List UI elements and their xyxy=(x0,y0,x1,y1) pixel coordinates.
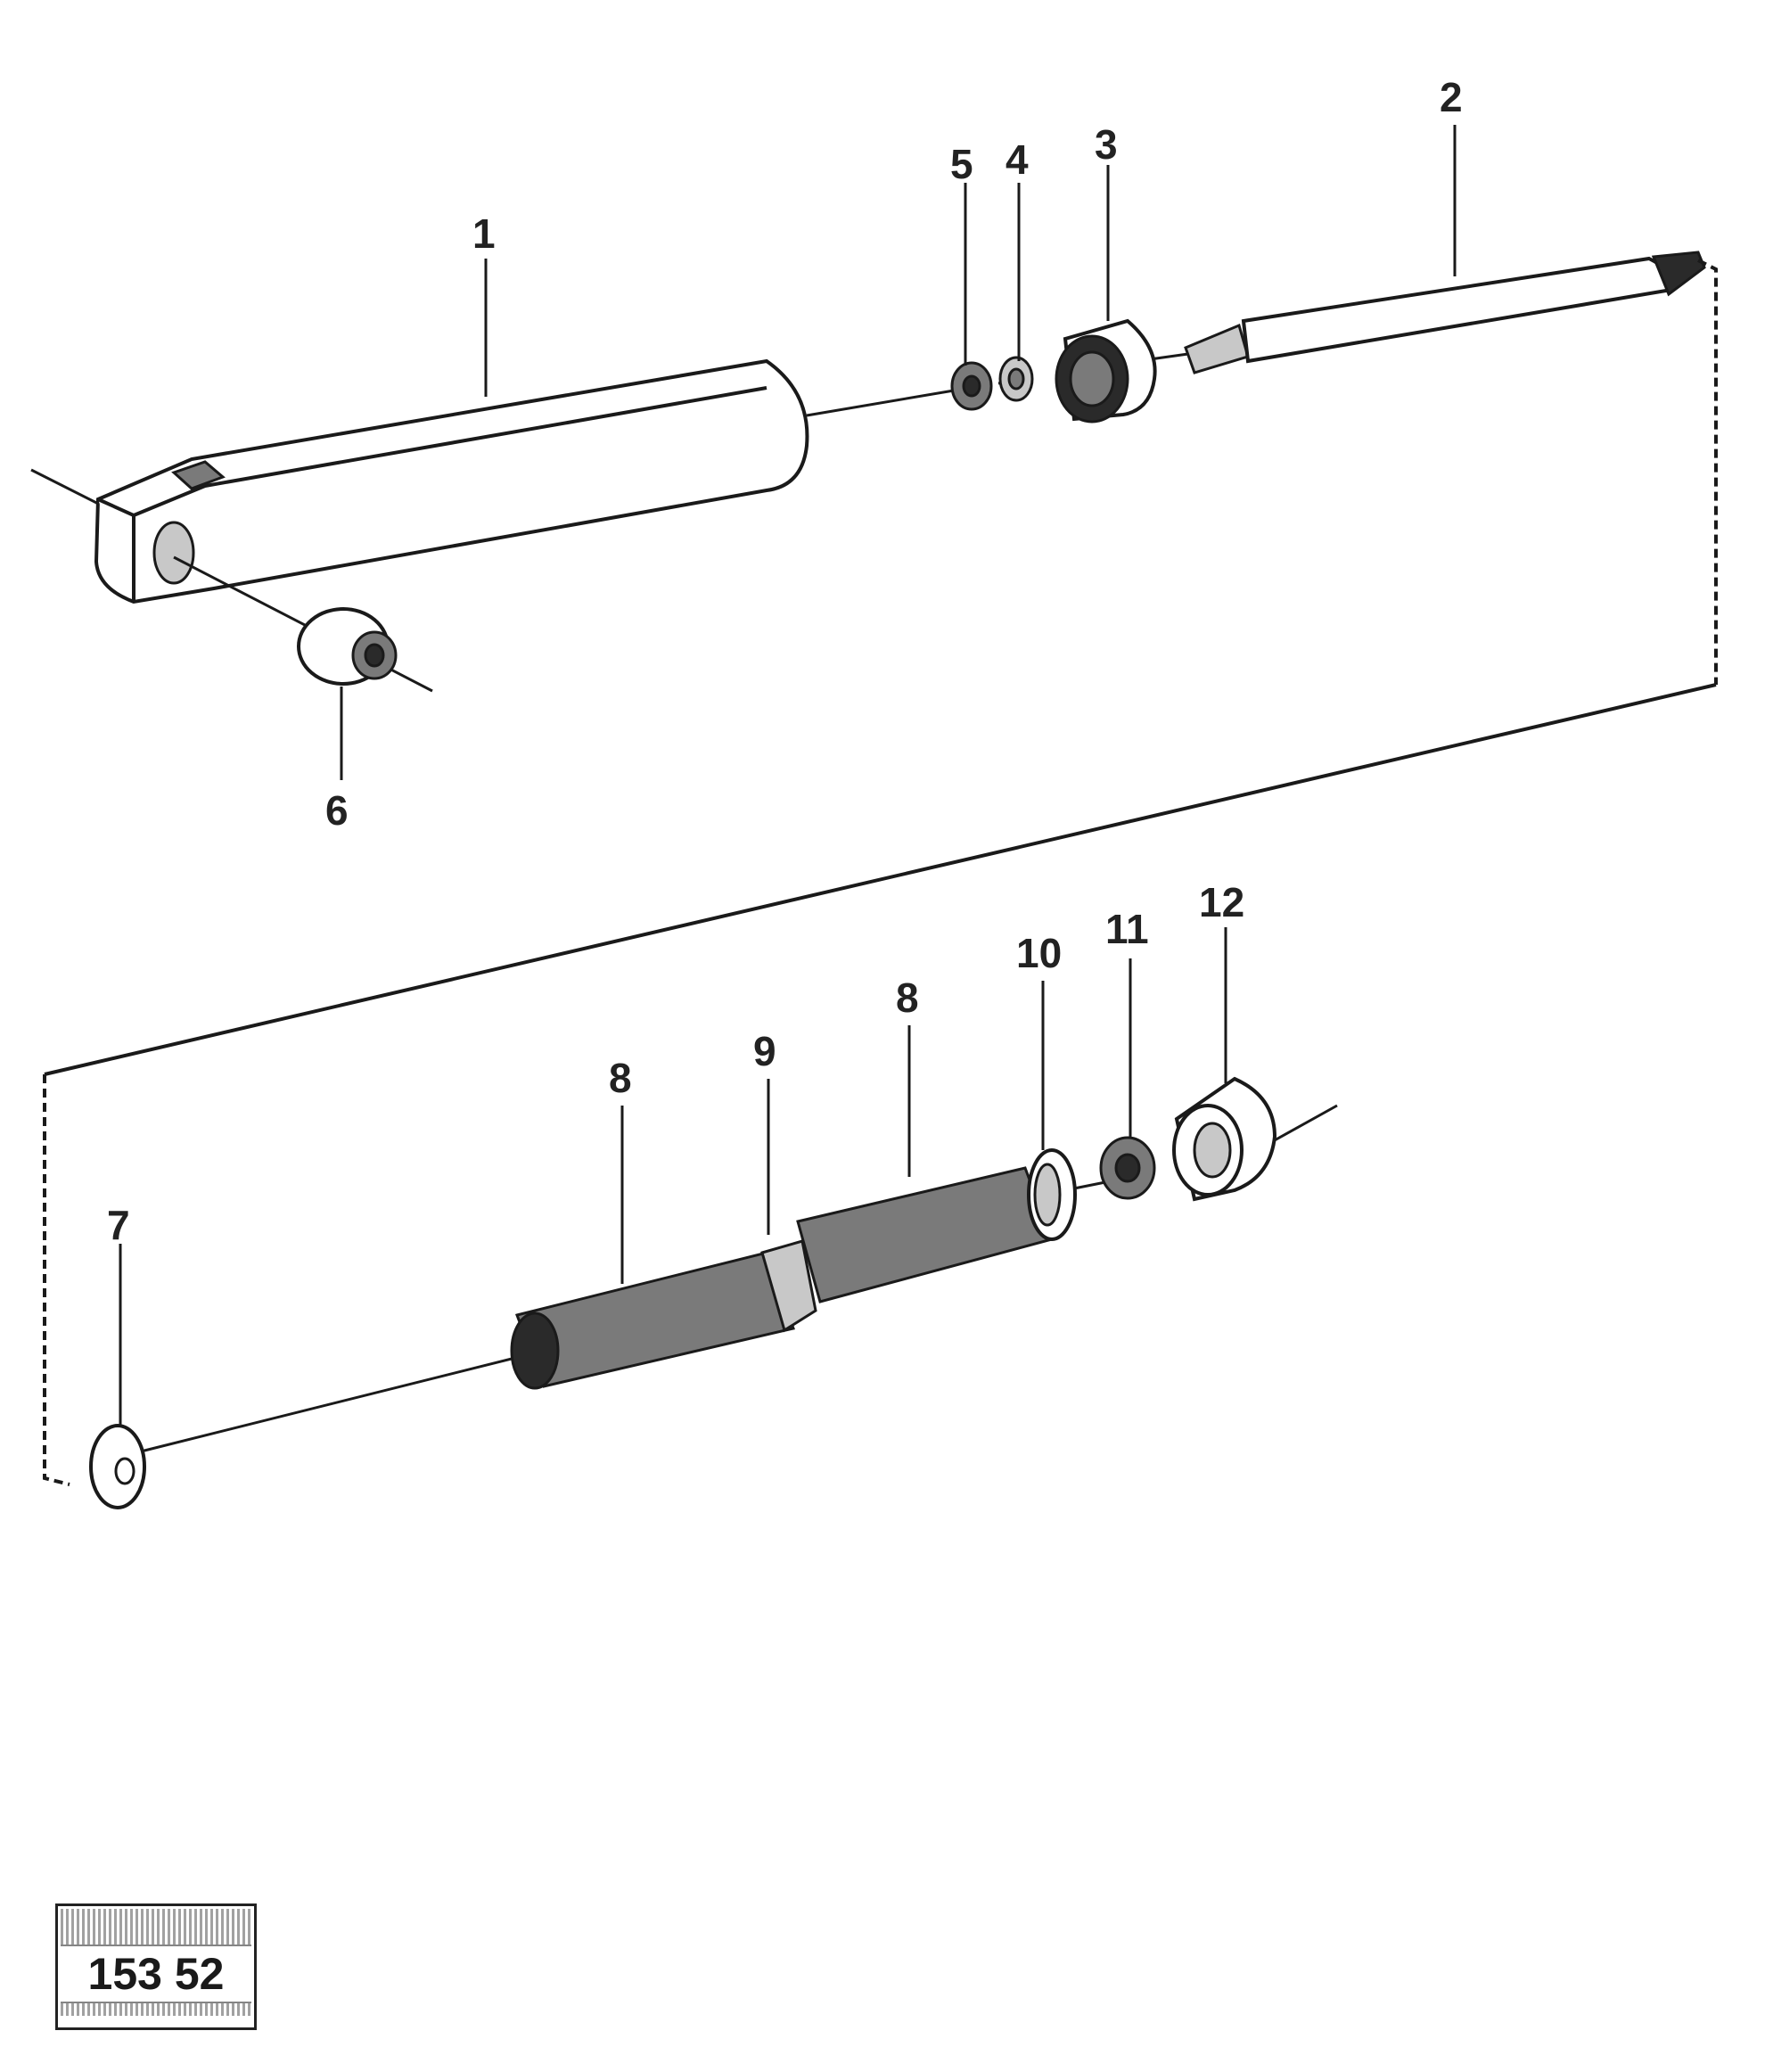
callout-3: 3 xyxy=(1095,121,1118,168)
part-6-bushing xyxy=(297,607,398,686)
callout-8-right: 8 xyxy=(896,974,919,1021)
leader-lines xyxy=(119,125,1457,1427)
assembly-link-dashed xyxy=(43,259,1718,1486)
part-10-washer xyxy=(1027,1148,1077,1241)
part-12-end-cap xyxy=(1172,1076,1277,1202)
part-3-guide xyxy=(1055,318,1157,423)
part-4-washer xyxy=(998,356,1034,402)
callout-5: 5 xyxy=(950,141,973,187)
callout-1: 1 xyxy=(472,210,496,257)
stamp-header xyxy=(61,1909,251,1946)
drawing-number-stamp: 153 52 xyxy=(55,1903,257,2030)
callout-10: 10 xyxy=(1016,930,1062,976)
lower-axis-line xyxy=(133,1353,527,1455)
callout-8-left: 8 xyxy=(609,1055,632,1101)
part-8-spring-left xyxy=(510,1251,795,1390)
part-1-cylinder xyxy=(30,358,809,693)
stamp-footer xyxy=(61,2002,251,2016)
callout-4: 4 xyxy=(1006,136,1029,183)
callout-6: 6 xyxy=(325,787,349,834)
part-9-spring-seat xyxy=(760,1239,817,1333)
callout-9: 9 xyxy=(753,1028,776,1074)
drawing-number: 153 52 xyxy=(87,1949,225,1999)
callout-2: 2 xyxy=(1440,74,1463,120)
part-5-nut xyxy=(950,361,993,411)
callout-11: 11 xyxy=(1105,906,1149,952)
upper-axis-line xyxy=(806,389,955,417)
part-2-piston-rod xyxy=(1184,251,1706,374)
part-7-washer xyxy=(89,1424,146,1509)
callout-12: 12 xyxy=(1199,879,1244,925)
part-11-nut xyxy=(1099,1136,1156,1200)
part-8-spring-right xyxy=(796,1166,1054,1303)
callout-7: 7 xyxy=(107,1202,130,1248)
